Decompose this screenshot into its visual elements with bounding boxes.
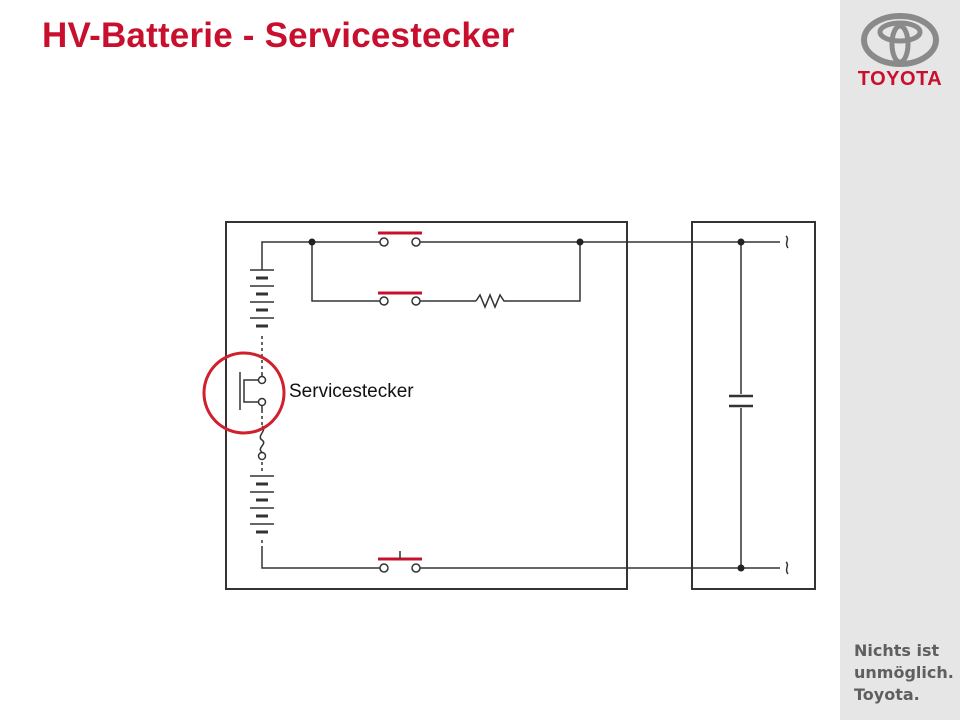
service-plug-highlight-icon [202, 351, 286, 435]
relay-precharge-contact-b [411, 296, 421, 306]
relay-main-negative-contact-a [379, 563, 389, 573]
slogan-line-2: unmöglich. [854, 663, 954, 682]
junction-dot [737, 564, 745, 572]
precharge-wire-left [311, 242, 380, 302]
capacitor-icon [729, 394, 753, 408]
brand-panel: TOYOTA Nichts ist unmöglich. Toyota. [840, 0, 960, 720]
battery-enclosure [225, 221, 628, 590]
service-plug-switch-icon [239, 372, 267, 461]
fuse-icon [259, 425, 265, 453]
slide-title: HV-Batterie - Servicestecker [42, 16, 515, 55]
precharge-resistor-icon [475, 242, 581, 309]
output-break-bottom-icon [785, 561, 789, 575]
toyota-logo-icon [861, 13, 939, 67]
battery-cells-upper-icon [250, 262, 274, 328]
relay-main-negative-contact-b [411, 563, 421, 573]
relay-precharge-contact-a [379, 296, 389, 306]
slogan-line-1: Nichts ist [854, 641, 940, 660]
top-main-wire [261, 241, 380, 262]
relay-main-positive-contact-b [411, 237, 421, 247]
relay-main-positive-contact-a [379, 237, 389, 247]
bottom-main-wire [261, 548, 380, 569]
brand-name: TOYOTA [857, 68, 943, 90]
inverter-enclosure [691, 221, 816, 590]
battery-cells-lower-icon [250, 475, 274, 534]
output-break-top-icon [785, 235, 789, 249]
brand-slogan: Nichts ist unmöglich. Toyota. [854, 640, 954, 706]
slogan-line-3: Toyota. [854, 685, 920, 704]
junction-dot [737, 238, 745, 246]
hv-circuit-diagram [202, 221, 816, 590]
junction-dot [576, 238, 584, 246]
service-plug-label: Servicestecker [289, 381, 414, 402]
junction-dot [308, 238, 316, 246]
